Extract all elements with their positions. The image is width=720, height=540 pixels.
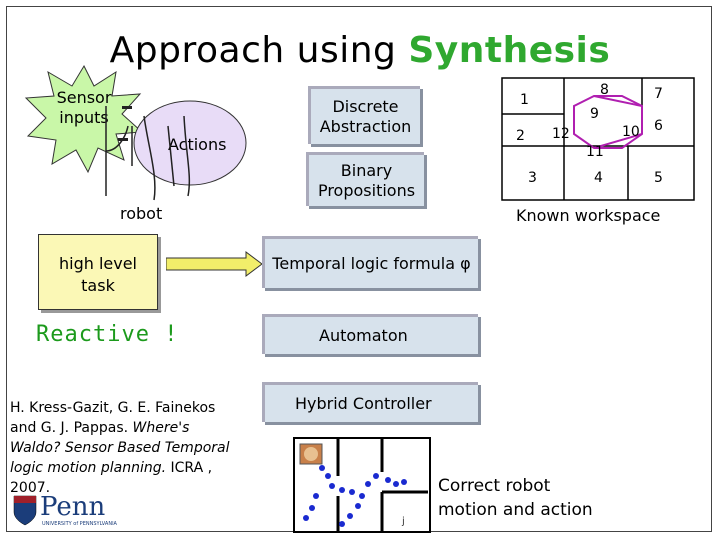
- task-label: high level task: [58, 254, 137, 295]
- region-10: 10: [622, 124, 640, 140]
- region-5: 5: [654, 170, 663, 186]
- known-workspace-label: Known workspace: [516, 206, 661, 225]
- binary-propositions-box: Binary Propositions: [306, 152, 424, 206]
- citation-authors: H. Kress-Gazit, G. E. Fainekos and G. J.…: [10, 400, 216, 436]
- region-6: 6: [654, 118, 663, 134]
- region-7: 7: [654, 86, 663, 102]
- region-3: 3: [528, 170, 537, 186]
- discrete-abstraction-box: Discrete Abstraction: [308, 86, 420, 144]
- svg-text:j: j: [401, 516, 405, 527]
- automaton-box: Automaton: [262, 314, 478, 354]
- citation-title: Where's Waldo? Sensor Based Temporal log…: [10, 420, 230, 476]
- penn-logo: Penn UNIVERSITY of PENNSYLVANIA: [12, 492, 142, 530]
- penn-logo-text: Penn: [40, 492, 106, 522]
- region-12: 12: [552, 126, 570, 142]
- penn-shield-icon: [13, 495, 37, 526]
- workspace-map: [501, 77, 695, 201]
- region-1: 1: [520, 92, 529, 108]
- result-label: Correct robot motion and action: [438, 476, 593, 520]
- region-4: 4: [594, 170, 603, 186]
- region-2: 2: [516, 128, 525, 144]
- penn-logo-subtext: UNIVERSITY of PENNSYLVANIA: [42, 521, 117, 527]
- robot-path-figure: j: [293, 437, 431, 533]
- temporal-logic-box: Temporal logic formula φ: [262, 236, 478, 288]
- task-arrow: [166, 251, 263, 277]
- task-scroll: high level task: [38, 234, 158, 310]
- sensor-burst-shape: [24, 64, 144, 174]
- region-11: 11: [586, 144, 604, 160]
- robot-label: robot: [120, 204, 163, 223]
- citation-venue: ICRA , 2007.: [10, 460, 213, 496]
- region-9: 9: [590, 106, 599, 122]
- actions-label: Actions: [168, 135, 227, 154]
- robot-sketch: [105, 106, 191, 201]
- sensor-inputs-label: Sensor inputs: [56, 88, 112, 127]
- reactive-label: Reactive !: [36, 322, 179, 347]
- citation: H. Kress-Gazit, G. E. Fainekos and G. J.…: [10, 398, 240, 498]
- hybrid-controller-box: Hybrid Controller: [262, 382, 478, 422]
- region-8: 8: [600, 82, 609, 98]
- title-prefix: Approach using: [109, 30, 409, 71]
- title-highlight: Synthesis: [408, 30, 611, 71]
- slide-title: Approach using Synthesis: [0, 30, 720, 71]
